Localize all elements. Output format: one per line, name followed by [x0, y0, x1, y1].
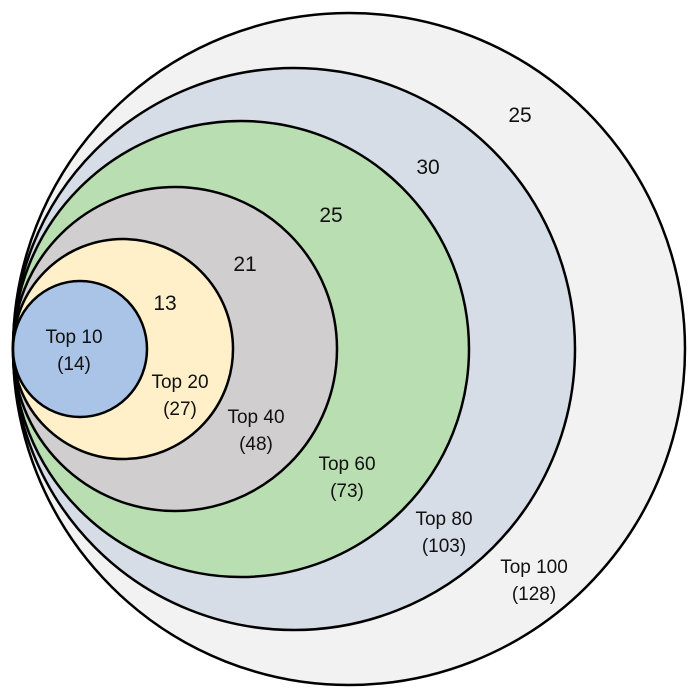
- label-top-40-name: Top 40: [227, 407, 284, 428]
- label-top-100-name: Top 100: [500, 557, 568, 578]
- label-top-80-name: Top 80: [415, 509, 472, 530]
- increment-top-80: 30: [416, 156, 439, 179]
- increment-top-60: 25: [319, 204, 342, 227]
- ring-top-10: [11, 279, 149, 419]
- label-top-80-total: (103): [422, 536, 466, 557]
- increment-top-100: 25: [508, 104, 531, 127]
- label-top-60-name: Top 60: [318, 454, 375, 475]
- increment-top-40: 21: [233, 253, 256, 276]
- label-top-100-total: (128): [512, 584, 556, 605]
- label-top-40-total: (48): [239, 434, 273, 455]
- label-top-10-name: Top 10: [45, 327, 102, 348]
- label-top-20-name: Top 20: [151, 372, 208, 393]
- label-top-20-total: (27): [163, 399, 197, 420]
- increment-top-20: 13: [153, 292, 176, 315]
- label-top-60-total: (73): [330, 481, 364, 502]
- label-top-10-total: (14): [57, 354, 91, 375]
